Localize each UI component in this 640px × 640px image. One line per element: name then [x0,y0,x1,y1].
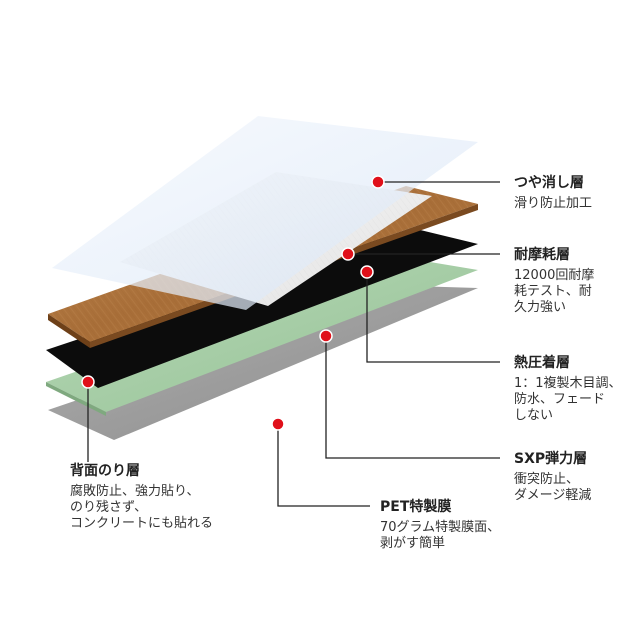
layer-back [48,286,478,440]
layer-matte [52,116,478,310]
layer-matte-face [52,116,478,310]
label-pet: PET特製膜 70グラム特製膜面、 剥がす簡単 [380,498,500,552]
label-matte: つや消し層 滑り防止加工 [514,174,592,212]
marker-dot-back [81,375,95,389]
layer-pet-edge [46,382,106,416]
label-pet-description: 70グラム特製膜面、 剥がす簡単 [380,520,501,551]
label-sxp-description: 衝突防止、 ダメージ軽減 [514,472,592,503]
leader-line-sxp [325,336,500,459]
label-heat-description: 1：1複製木目調、 防水、フェード しない [514,376,622,423]
label-wear: 耐摩耗層 12000回耐摩 耗テスト、耐 久力強い [514,246,594,316]
marker-dot-heat [360,265,374,279]
label-wear-description: 12000回耐摩 耗テスト、耐 久力強い [514,268,595,315]
label-matte-title: つや消し層 [514,175,584,191]
marker-dot-pet [271,417,285,431]
label-back: 背面のり層 腐敗防止、強力貼り、 のり残さず、 コンクリートにも貼れる [70,462,213,532]
label-sxp-title: SXP弾力層 [514,451,588,467]
label-sxp: SXP弾力層 衝突防止、 ダメージ軽減 [514,450,591,504]
label-matte-description: 滑り防止加工 [514,196,593,211]
label-back-title: 背面のり層 [70,463,140,479]
marker-dot-sxp [319,329,333,343]
layer-pet-face [46,258,478,412]
layer-pet [46,258,478,416]
marker-dot-wear [341,247,355,261]
leader-line-heat [366,272,500,363]
leader-line-pet [277,424,370,507]
label-heat-title: 熱圧着層 [514,355,570,371]
label-pet-title: PET特製膜 [380,499,452,515]
leader-lines [87,181,500,507]
label-heat: 熱圧着層 1：1複製木目調、 防水、フェード しない [514,354,622,424]
layer-back-face [48,286,478,440]
marker-dots [81,175,385,431]
marker-dot-matte [371,175,385,189]
label-back-description: 腐敗防止、強力貼り、 のり残さず、 コンクリートにも貼れる [70,484,214,531]
label-wear-title: 耐摩耗層 [514,247,570,263]
layer-wood-edge-left [48,314,90,348]
